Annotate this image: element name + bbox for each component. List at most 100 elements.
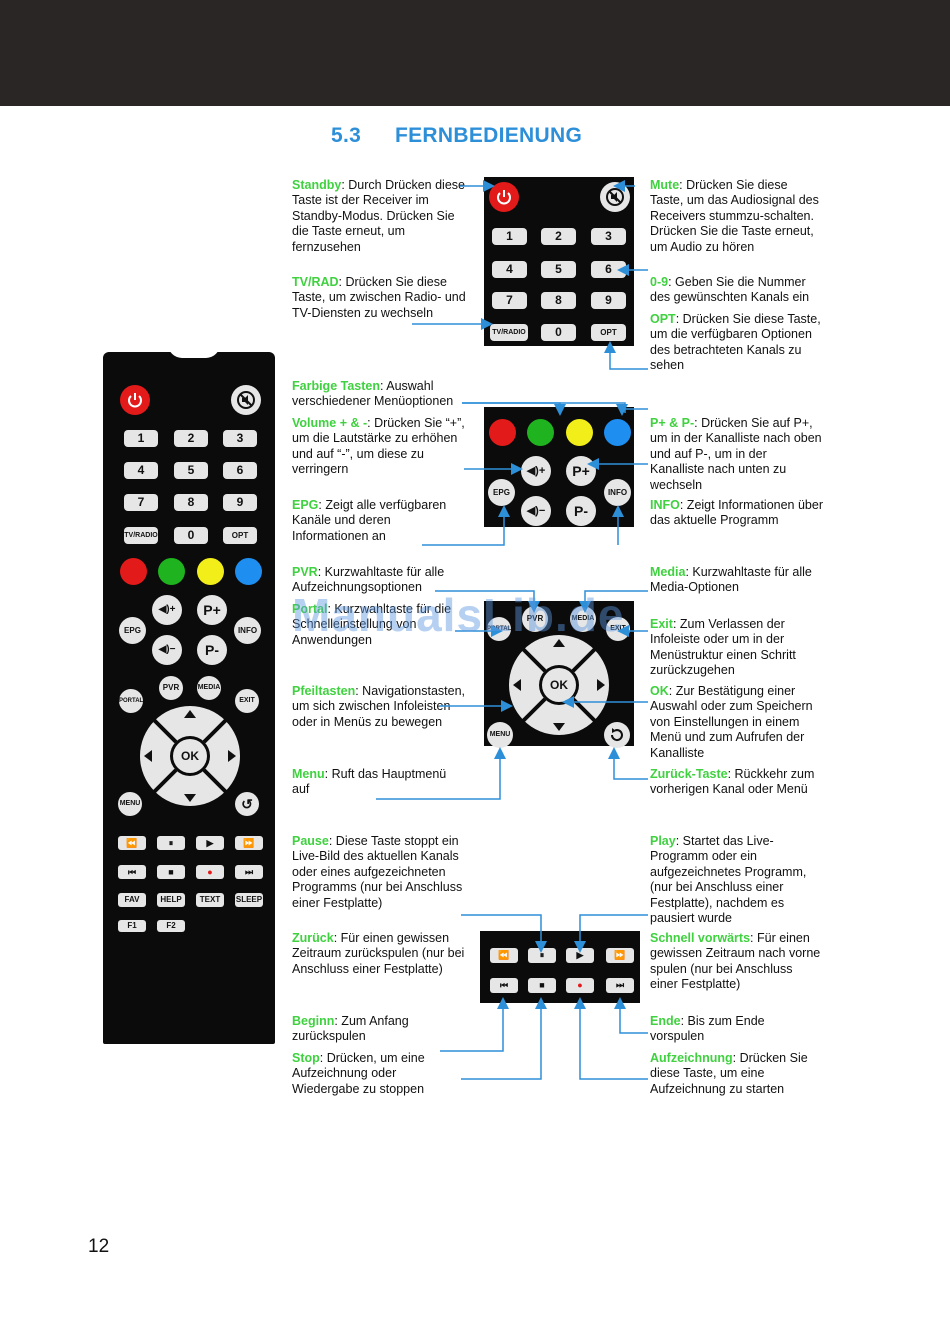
- remote-f2-button[interactable]: F2: [157, 920, 185, 932]
- remote-digit-4[interactable]: 4: [124, 462, 158, 479]
- blue-button[interactable]: [604, 419, 631, 446]
- back-arrow-icon: [610, 728, 623, 742]
- desc-exit: Exit: Zum Verlassen der Infoleiste oder …: [650, 617, 796, 678]
- remote-transport-2[interactable]: ●: [196, 865, 224, 879]
- remote-text-button[interactable]: TEXT: [196, 893, 224, 907]
- remote-menu-button[interactable]: MENU: [118, 792, 142, 816]
- desc-ok: OK: Zur Bestätigung einer Auswahl oder z…: [650, 684, 813, 760]
- desc-media: Media: Kurzwahltaste für alle Media-Opti…: [650, 565, 812, 595]
- remote-playback-2[interactable]: ▶: [196, 836, 224, 850]
- record-button[interactable]: ●: [566, 978, 594, 993]
- remote-help-button[interactable]: HELP: [157, 893, 185, 907]
- remote-digit-8[interactable]: 8: [174, 494, 208, 511]
- desc-mute: Mute: Drücken Sie diese Taste, um das Au…: [650, 178, 819, 254]
- remote-volume-up-button[interactable]: ◀)+: [152, 595, 182, 625]
- end-button[interactable]: ⏭: [606, 978, 634, 993]
- remote-p-plus-button[interactable]: P+: [197, 595, 227, 625]
- remote-blue-button[interactable]: [235, 558, 262, 585]
- remote-transport-0[interactable]: ⏮: [118, 865, 146, 879]
- header-bar: [0, 0, 950, 106]
- p-minus-button[interactable]: P-: [566, 496, 596, 526]
- menu-button[interactable]: MENU: [487, 722, 513, 748]
- yellow-button[interactable]: [566, 419, 593, 446]
- remote-red-button[interactable]: [120, 558, 147, 585]
- remote-digit-9[interactable]: 9: [223, 494, 257, 511]
- desc-pause: Pause: Diese Taste stoppt ein Live-Bild …: [292, 834, 463, 910]
- rewind-button[interactable]: ⏪: [490, 948, 518, 963]
- stop-button[interactable]: ■: [528, 978, 556, 993]
- remote-ok-button[interactable]: OK: [173, 739, 207, 773]
- digit-0[interactable]: 0: [541, 324, 576, 341]
- remote-portal-button[interactable]: PORTAL: [119, 689, 143, 713]
- section-heading: FERNBEDIENUNG: [395, 124, 583, 147]
- remote-info-button[interactable]: INFO: [234, 617, 261, 644]
- digit-8[interactable]: 8: [541, 292, 576, 309]
- remote-playback-3[interactable]: ⏩: [235, 836, 263, 850]
- digit-7[interactable]: 7: [492, 292, 527, 309]
- play-button[interactable]: ▶: [566, 948, 594, 963]
- remote-digit-2[interactable]: 2: [174, 430, 208, 447]
- info-button[interactable]: INFO: [604, 479, 631, 506]
- remote-digit-5[interactable]: 5: [174, 462, 208, 479]
- remote-epg-button[interactable]: EPG: [119, 617, 146, 644]
- red-button[interactable]: [489, 419, 516, 446]
- remote-yellow-button[interactable]: [197, 558, 224, 585]
- desc-volume: Volume + & -: Drücken Sie “+”, um die La…: [292, 416, 465, 477]
- remote-exit-button[interactable]: EXIT: [235, 689, 259, 713]
- remote-digit-3[interactable]: 3: [223, 430, 257, 447]
- remote-media-button[interactable]: MEDIA: [197, 676, 221, 700]
- remote-transport-3[interactable]: ⏭: [235, 865, 263, 879]
- desc-menu: Menu: Ruft das Hauptmenü auf: [292, 767, 447, 797]
- desc-epg: EPG: Zeigt alle verfügbaren Kanäle und d…: [292, 498, 447, 543]
- page-number: 12: [88, 1236, 110, 1257]
- tvradio-button[interactable]: TV/RADIO: [490, 324, 528, 341]
- volume-down-button[interactable]: ◀)−: [521, 496, 551, 526]
- remote-f1-button[interactable]: F1: [118, 920, 146, 932]
- remote-digit-0[interactable]: 0: [174, 527, 208, 544]
- remote-digit-1[interactable]: 1: [124, 430, 158, 447]
- digit-3[interactable]: 3: [591, 228, 626, 245]
- desc-tvrad: TV/RAD: Drücken Sie diese Taste, um zwis…: [292, 275, 466, 320]
- desc-aufzeichnung: Aufzeichnung: Drücken Sie diese Taste, u…: [650, 1051, 808, 1096]
- desc-nums: 0-9: Geben Sie die Nummer des gewünschte…: [650, 275, 810, 305]
- digit-2[interactable]: 2: [541, 228, 576, 245]
- desc-pvr: PVR: Kurzwahltaste für alle Aufzeichnung…: [292, 565, 445, 595]
- opt-button[interactable]: OPT: [591, 324, 626, 341]
- remote-sleep-button[interactable]: SLEEP: [235, 893, 263, 907]
- digit-9[interactable]: 9: [591, 292, 626, 309]
- remote-volume-down-button[interactable]: ◀)−: [152, 635, 182, 665]
- desc-zurueck-taste: Zurück-Taste: Rückkehr zum vorherigen Ka…: [650, 767, 815, 797]
- remote-digit-6[interactable]: 6: [223, 462, 257, 479]
- remote-back-button[interactable]: ↺: [235, 792, 259, 816]
- remote-green-button[interactable]: [158, 558, 185, 585]
- remote-pvr-button[interactable]: PVR: [159, 676, 183, 700]
- desc-beginn: Beginn: Zum Anfang zurückspulen: [292, 1014, 409, 1044]
- remote-playback-1[interactable]: ⏸: [157, 836, 185, 850]
- remote-playback-0[interactable]: ⏪: [118, 836, 146, 850]
- desc-stop: Stop: Drücken, um eine Aufzeichnung oder…: [292, 1051, 425, 1096]
- remote-tvradio-button[interactable]: TV/RADIO: [124, 527, 158, 544]
- epg-button[interactable]: EPG: [488, 479, 515, 506]
- desc-pplus: P+ & P-: Drücken Sie auf P+, um in der K…: [650, 416, 822, 492]
- desc-ende: Ende: Bis zum Ende vorspulen: [650, 1014, 765, 1044]
- remote-fav-button[interactable]: FAV: [118, 893, 146, 907]
- desc-info: INFO: Zeigt Informationen über das aktue…: [650, 498, 823, 528]
- begin-button[interactable]: ⏮: [490, 978, 518, 993]
- green-button[interactable]: [527, 419, 554, 446]
- digit-4[interactable]: 4: [492, 261, 527, 278]
- remote-digit-7[interactable]: 7: [124, 494, 158, 511]
- digit-5[interactable]: 5: [541, 261, 576, 278]
- remote-p-minus-button[interactable]: P-: [197, 635, 227, 665]
- remote-power-icon: [128, 393, 142, 408]
- remote-opt-button[interactable]: OPT: [223, 527, 257, 544]
- desc-zurueck: Zurück: Für einen gewissen Zeitraum zurü…: [292, 931, 465, 976]
- desc-portal: Portal: Kurzwahltaste für die Schnellein…: [292, 602, 452, 647]
- back-button[interactable]: [604, 722, 630, 748]
- remote-transport-1[interactable]: ■: [157, 865, 185, 879]
- digit-1[interactable]: 1: [492, 228, 527, 245]
- forward-button[interactable]: ⏩: [606, 948, 634, 963]
- volume-up-button[interactable]: ◀)+: [521, 456, 551, 486]
- desc-vorwaerts: Schnell vorwärts: Für einen gewissen Zei…: [650, 931, 821, 992]
